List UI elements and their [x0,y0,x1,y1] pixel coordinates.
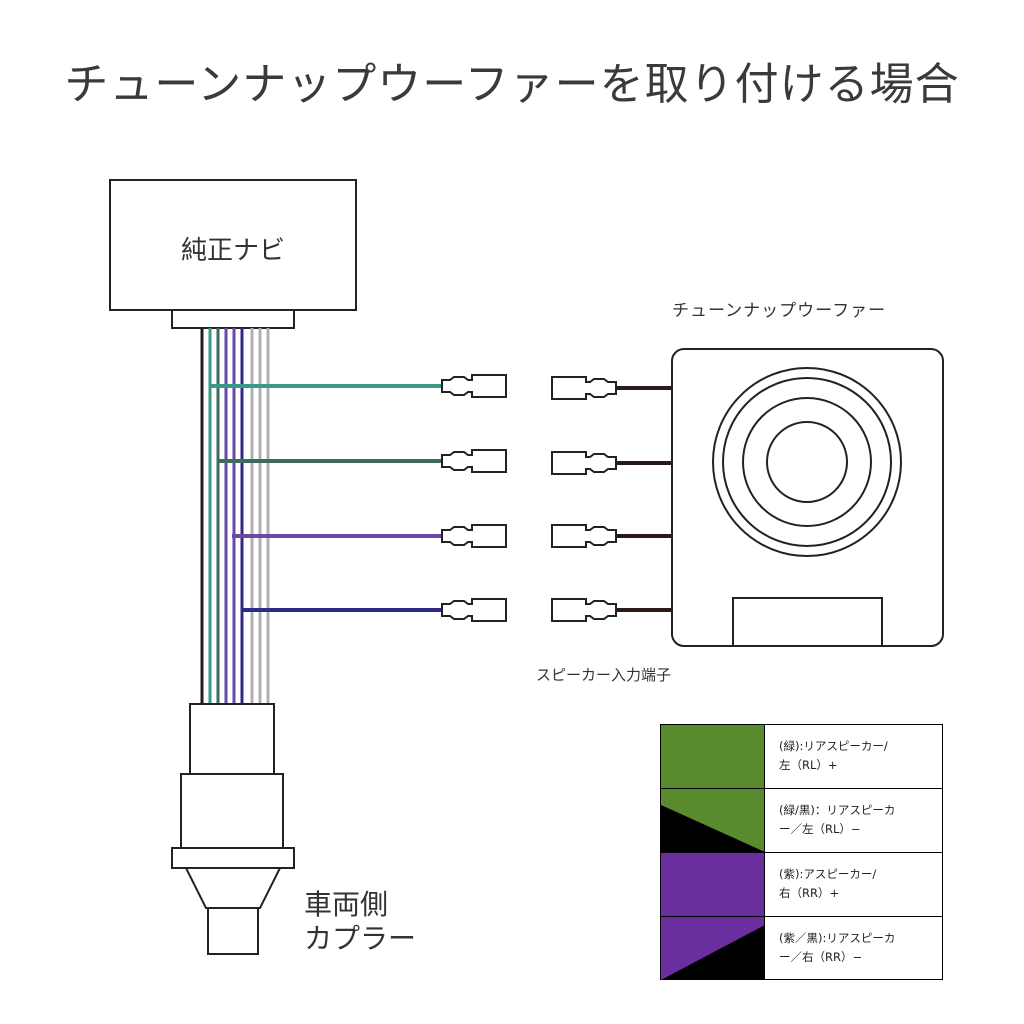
speaker-cone [766,421,848,503]
branch-wires [210,384,442,612]
male-connectors [551,376,617,622]
vehicle-coupler-label: 車両側 カプラー [304,888,444,956]
wire-bundle [200,328,270,704]
legend-text: (緑):リアスピーカー/ 左（RL）+ [779,737,939,775]
female-connector-3 [441,524,507,548]
legend-line: ー／左（RL）− [779,822,861,836]
legend-swatch [661,725,765,788]
speaker-input-terminal-label: スピーカー入力端子 [536,666,672,684]
female-connector-1 [441,374,507,398]
legend-text: (紫／黒):リアスピーカ ー／右（RR）− [779,929,939,967]
swatch-black-stripe [661,805,764,852]
coupler-label-line1: 車両側 [304,888,389,921]
legend-text: (紫):アスピーカー/ 右（RR）+ [779,865,939,903]
legend-row: (緑/黒)：リアスピーカ ー／左（RL）− [661,789,942,853]
legend-swatch [661,853,765,916]
legend-line: ー／右（RR）− [779,950,863,964]
legend-line: (紫／黒):リアスピーカ [779,931,896,945]
page-title: チューンナップウーファーを取り付ける場合 [64,59,960,110]
female-connector-2 [441,449,507,473]
nav-connector [171,309,295,329]
speaker-inner-ring [742,397,872,527]
legend-swatch [661,789,765,852]
coupler-label-line2: カプラー [304,922,417,955]
speaker-mid-ring [722,377,892,547]
vehicle-coupler [171,703,295,955]
swatch-fill [661,853,764,916]
male-connector-1 [551,376,617,400]
male-connector-2 [551,451,617,475]
legend-line: 左（RL）+ [779,758,838,772]
subwoofer-panel [732,597,883,647]
female-connector-4 [441,598,507,622]
legend-line: (緑/黒)：リアスピーカ [779,803,896,817]
subwoofer-label: チューンナップウーファー [672,301,887,321]
nav-unit-label: 純正ナビ [180,236,285,266]
swatch-fill [661,725,764,788]
legend-swatch [661,917,765,980]
male-connector-3 [551,524,617,548]
legend-line: (緑):リアスピーカー/ [779,739,888,753]
legend-row: (紫):アスピーカー/ 右（RR）+ [661,853,942,917]
legend-row: (紫／黒):リアスピーカ ー／右（RR）− [661,917,942,981]
wire-color-legend: (緑):リアスピーカー/ 左（RL）+ (緑/黒)：リアスピーカ ー／左（RL）… [660,724,943,980]
legend-text: (緑/黒)：リアスピーカ ー／左（RL）− [779,801,939,839]
subwoofer-input-wires [616,386,672,612]
legend-line: (紫):アスピーカー/ [779,867,877,881]
nav-unit-box [109,179,357,311]
female-connectors [441,374,507,622]
legend-row: (緑):リアスピーカー/ 左（RL）+ [661,725,942,789]
legend-line: 右（RR）+ [779,886,840,900]
speaker-outer-ring [712,367,902,557]
male-connector-4 [551,598,617,622]
